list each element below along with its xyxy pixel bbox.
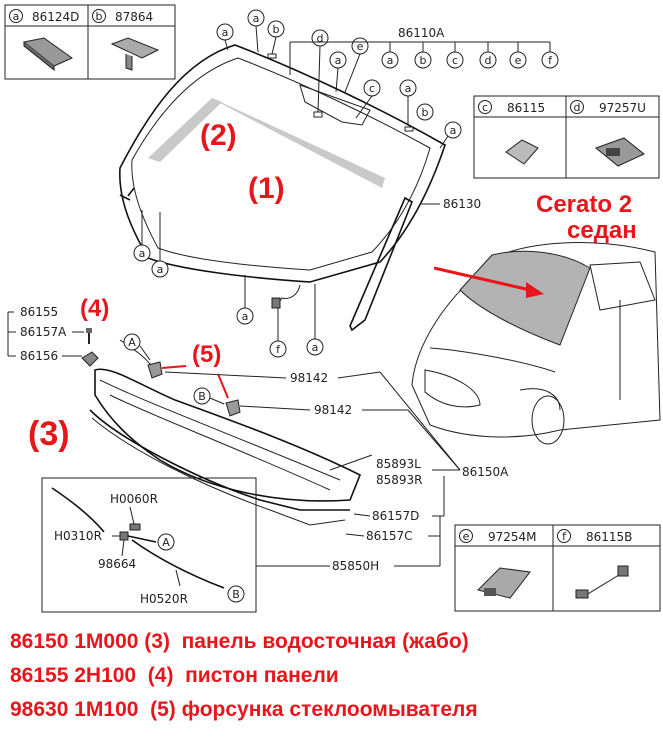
callout-a-3: a (335, 54, 342, 67)
part-85850h-label: 85850H (332, 559, 379, 573)
legend-line-3: 98630 1M100 (5) форсунка стеклоомывателя (10, 698, 478, 721)
clip-87864-icon (110, 37, 160, 71)
callout-B-1: B (198, 390, 206, 403)
side-moulding (349, 196, 414, 332)
callout-a-1: a (222, 26, 229, 39)
part-85893r-label: 85893R (376, 473, 423, 487)
nozzle-a-icon (147, 361, 163, 379)
callout-a-8: a (242, 310, 249, 323)
tree-letter-b: b (420, 54, 427, 67)
part-86155-label: 86155 (20, 305, 58, 319)
legend-line-1: 86150 1M000 (3) панель водосточная (жабо… (10, 630, 469, 653)
tree-letter-a: a (387, 54, 394, 67)
red-label-4: (4) (80, 295, 109, 322)
red-label-1: (1) (248, 172, 285, 205)
callout-a-9: a (312, 341, 319, 354)
legend-line-2: 86155 2H100 (4) пистон панели (10, 664, 339, 687)
piston-group: 86155 86157A 86156 (7, 305, 99, 367)
callout-A-2: A (162, 536, 170, 549)
callout-c-1: c (369, 82, 375, 95)
side-box-e-letter: e (463, 530, 470, 543)
part-h0520r-label: H0520R (140, 592, 188, 606)
part-86150a-label: 86150A (462, 465, 509, 479)
side-box-cd: c 86115 d 97257U (473, 95, 660, 179)
tree-letter-d: d (485, 54, 492, 67)
side-box-d-code: 97257U (599, 101, 646, 115)
hose-subbox: H0060R H0310R A 98664 H0520R B (41, 477, 257, 613)
cover-97254m-icon (477, 567, 531, 599)
side-box-f-letter: f (562, 530, 567, 543)
clip-86124d-icon (22, 37, 74, 72)
side-box-c-code: 86115 (507, 101, 545, 115)
part-h0310r-label: H0310R (54, 529, 102, 543)
car-title-line2: седан (567, 217, 637, 244)
callout-a-6: a (139, 247, 146, 260)
red-label-5: (5) (192, 341, 221, 368)
windshield-callouts: a a b d e a c a b a a a a f a (133, 9, 462, 358)
part-86157a-label: 86157A (20, 325, 67, 339)
header-box-b-code: 87864 (115, 10, 153, 24)
cowl-labels: 98142 98142 85893L 85893R 86150A 86157D … (164, 371, 509, 573)
header-box-b-letter: b (96, 10, 103, 23)
part-86130-label: 86130 (443, 197, 481, 211)
callout-a-5: a (450, 124, 457, 137)
nozzle-b-icon (225, 399, 241, 417)
glass-band (148, 98, 222, 162)
part-tree-86110a: 86110A a b c d e f (289, 26, 559, 75)
part-h0060r-label: H0060R (110, 492, 158, 506)
header-box-a-letter: a (13, 10, 20, 23)
callout-B-2: B (232, 588, 240, 601)
callout-f-1: f (276, 343, 281, 356)
callout-b-2: b (422, 106, 429, 119)
tree-letter-c: c (452, 54, 458, 67)
part-85893l-label: 85893L (376, 457, 421, 471)
callout-a-4: a (405, 82, 412, 95)
tree-letter-e: e (515, 54, 522, 67)
callout-d-1: d (317, 32, 324, 45)
clip-86156-icon (81, 351, 99, 367)
red-label-2: (2) (200, 119, 237, 152)
callout-b-1: b (273, 23, 280, 36)
windshield-glass (119, 44, 446, 283)
sensor-97257u-icon (594, 137, 645, 167)
part-98142-b-label: 98142 (314, 403, 352, 417)
part-86157c-label: 86157C (366, 529, 413, 543)
callout-a-2: a (253, 12, 260, 25)
side-box-e-code: 97254M (488, 530, 537, 544)
legend: 86150 1M000 (3) панель водосточная (жабо… (10, 625, 660, 727)
header-box-a-code: 86124D (32, 10, 79, 24)
car-windshield (459, 250, 591, 346)
part-86156-label: 86156 (20, 349, 58, 363)
connector-86115b-icon (575, 565, 629, 599)
callout-e-1: e (357, 40, 364, 53)
cowl-panel: A B (89, 333, 373, 526)
side-box-f-code: 86115B (586, 530, 632, 544)
side-box-ef: e 97254M f 86115B (454, 524, 661, 612)
sensor-wire (271, 284, 301, 309)
part-86157d-label: 86157D (372, 509, 419, 523)
car-title-line1: Cerato 2 (536, 191, 632, 218)
tree-letter-f: f (548, 54, 553, 67)
pin-86157a-icon (86, 328, 92, 344)
car-illustration (411, 242, 661, 445)
callout-a-7: a (157, 263, 164, 276)
side-box-d-letter: d (574, 101, 581, 114)
header-box-group: a 86124D b 87864 (4, 4, 176, 80)
side-box-c-letter: c (482, 101, 488, 114)
part-86110a-label: 86110A (398, 26, 445, 40)
red-label-3: (3) (28, 415, 70, 453)
callout-A-1: A (128, 336, 136, 349)
part-98664-label: 98664 (98, 557, 136, 571)
part-98142-a-label: 98142 (290, 371, 328, 385)
pad-86115-icon (505, 139, 539, 165)
